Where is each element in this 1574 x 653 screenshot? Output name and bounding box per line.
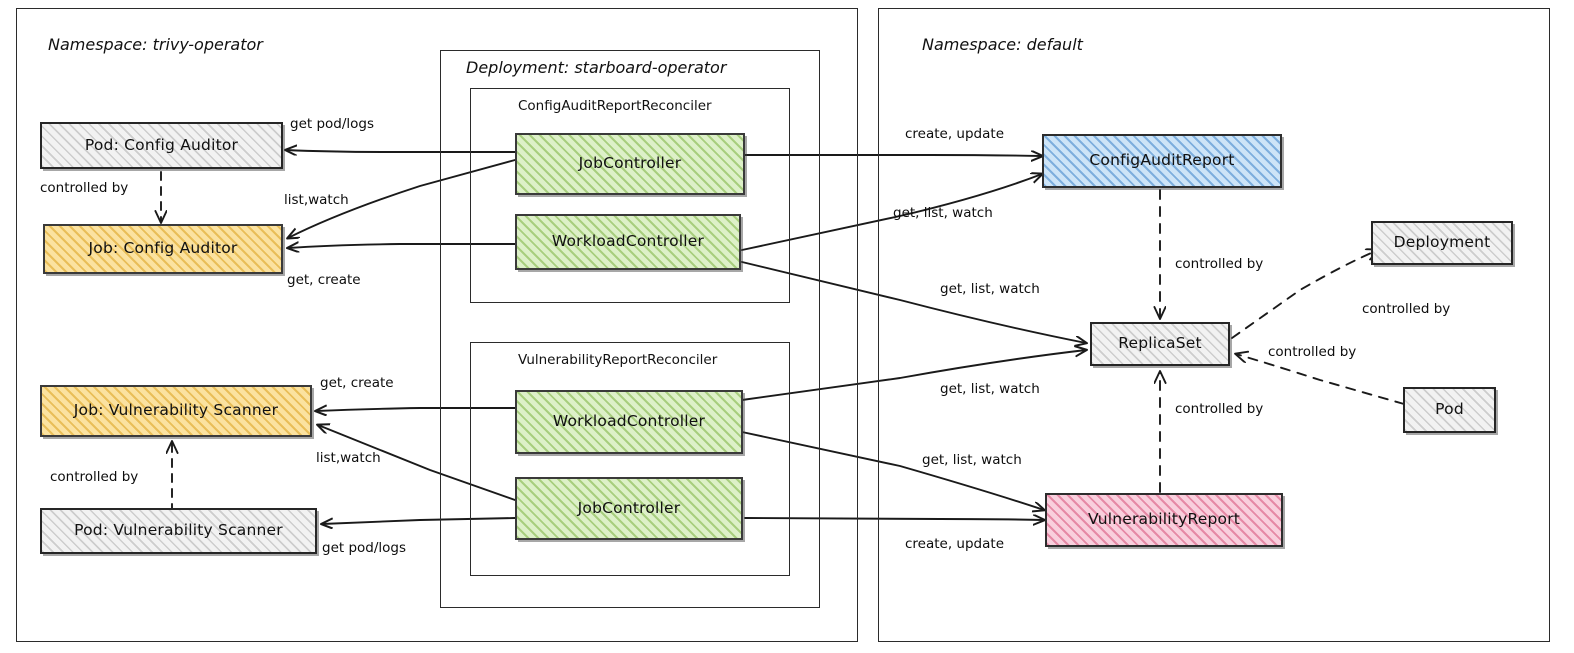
edge-label-controlled-by-replicaset-deployment: controlled by: [1362, 301, 1451, 317]
edge-label-get-pod-logs-bottom: get pod/logs: [322, 540, 407, 556]
node-pod-vulnerability-scanner[interactable]: Pod: Vulnerability Scanner: [40, 508, 317, 554]
frame-vulnerabilityreport-reconciler: [470, 342, 790, 576]
node-label: Pod: Config Auditor: [84, 135, 239, 154]
edge-label-get-list-watch-vulnerabilityreport: get, list, watch: [922, 452, 1022, 468]
node-deployment-resource[interactable]: Deployment: [1371, 221, 1513, 265]
edge-label-get-pod-logs-top: get pod/logs: [290, 116, 375, 132]
node-pod-resource[interactable]: Pod: [1403, 387, 1496, 433]
node-vulnerabilityreport-jobcontroller[interactable]: JobController: [515, 477, 743, 540]
edge-label-create-update-vulnerabilityreport: create, update: [905, 536, 1005, 552]
edge-label-controlled-by-pod-job-top: controlled by: [40, 180, 129, 196]
edge-label-create-update-configauditreport: create, update: [905, 126, 1005, 142]
node-label: WorkloadController: [551, 232, 705, 251]
edge-label-controlled-by-pod-replicaset: controlled by: [1268, 344, 1357, 360]
node-label: JobController: [577, 498, 681, 517]
frame-label-vulnerabilityreport-reconciler: VulnerabilityReportReconciler: [518, 352, 718, 368]
edge-label-list-watch-top: list,watch: [284, 192, 349, 208]
node-label: Pod: [1435, 400, 1464, 419]
node-vulnerabilityreport-workloadcontroller[interactable]: WorkloadController: [515, 390, 743, 454]
node-pod-config-auditor[interactable]: Pod: Config Auditor: [40, 122, 283, 169]
edge-label-get-create-top: get, create: [287, 272, 361, 288]
frame-label-deployment-starboard-operator: Deployment: starboard-operator: [466, 58, 727, 77]
frame-label-namespace-trivy-operator: Namespace: trivy-operator: [48, 35, 263, 54]
node-job-vulnerability-scanner[interactable]: Job: Vulnerability Scanner: [40, 385, 312, 437]
node-replicaset[interactable]: ReplicaSet: [1090, 322, 1230, 366]
frame-configauditreport-reconciler: [470, 88, 790, 303]
node-label: WorkloadController: [552, 412, 706, 431]
edge-label-controlled-by-pod-job-bottom: controlled by: [50, 469, 139, 485]
node-label: Job: Vulnerability Scanner: [73, 401, 279, 420]
edge-label-controlled-by-vulnerabilityreport-replicaset: controlled by: [1175, 401, 1264, 417]
node-label: ReplicaSet: [1118, 334, 1202, 353]
node-vulnerabilityreport[interactable]: VulnerabilityReport: [1045, 493, 1283, 547]
node-label: VulnerabilityReport: [1087, 510, 1241, 529]
edge-label-list-watch-bottom: list,watch: [316, 450, 381, 466]
frame-label-namespace-default: Namespace: default: [922, 35, 1083, 54]
node-label: Pod: Vulnerability Scanner: [74, 521, 283, 540]
node-configauditreport[interactable]: ConfigAuditReport: [1042, 134, 1282, 188]
edge-label-controlled-by-configauditreport-replicaset: controlled by: [1175, 256, 1264, 272]
node-label: ConfigAuditReport: [1089, 151, 1235, 170]
node-job-config-auditor[interactable]: Job: Config Auditor: [43, 224, 283, 274]
edge-label-get-create-bottom: get, create: [320, 375, 394, 391]
edge-label-get-list-watch-replicaset-low: get, list, watch: [940, 381, 1040, 397]
node-label: Deployment: [1393, 233, 1491, 252]
node-configauditreport-jobcontroller[interactable]: JobController: [515, 133, 745, 195]
edge-label-get-list-watch-replicaset-mid: get, list, watch: [940, 281, 1040, 297]
node-label: JobController: [578, 154, 682, 173]
edge-label-get-list-watch-configauditreport: get, list, watch: [893, 205, 993, 221]
node-configauditreport-workloadcontroller[interactable]: WorkloadController: [515, 214, 741, 270]
node-label: Job: Config Auditor: [88, 239, 238, 258]
frame-label-configauditreport-reconciler: ConfigAuditReportReconciler: [518, 98, 712, 114]
